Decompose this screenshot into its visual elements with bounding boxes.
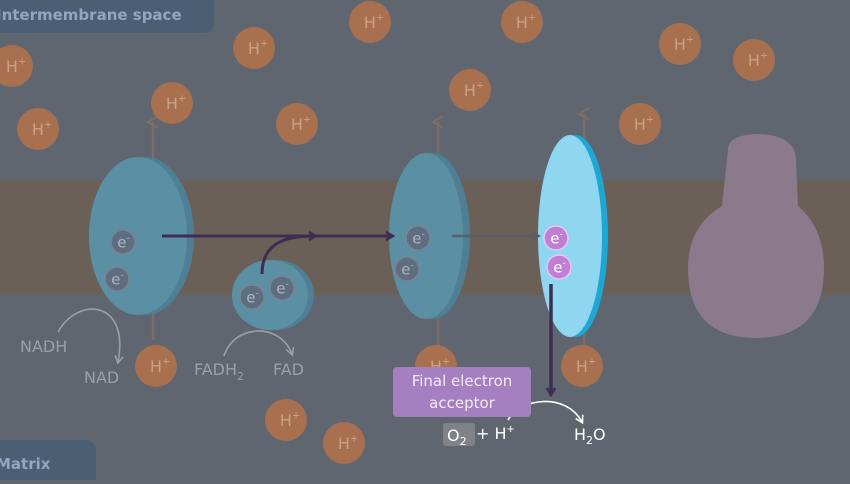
proton-ion: H+ [265, 399, 307, 441]
plus-h-label: + H+ [476, 424, 515, 443]
svg-text:H+: H+ [748, 51, 768, 70]
svg-text:e-: e- [111, 270, 123, 288]
svg-text:H+: H+ [32, 120, 52, 139]
nadh-label: NADH [20, 337, 67, 356]
svg-text:e-: e- [276, 279, 288, 297]
svg-text:e-: e- [246, 288, 258, 306]
electron: e- [546, 254, 572, 280]
svg-text:H+: H+ [364, 13, 384, 32]
svg-text:H+: H+ [291, 115, 311, 134]
electron-transport-chain-svg: H+H+H+H+H+H+H+H+H+H+H+H+H+H+H+H+ e-e-e-e… [0, 1, 850, 464]
electron: e- [543, 225, 569, 251]
svg-text:H+: H+ [248, 39, 268, 58]
proton-ion: H+ [276, 103, 318, 145]
proton-ion: H+ [233, 27, 275, 69]
proton-ion: H+ [659, 23, 701, 65]
svg-text:H+: H+ [150, 357, 170, 376]
svg-text:H+: H+ [634, 115, 654, 134]
proton-ion: H+ [0, 45, 33, 87]
electron: e- [269, 275, 295, 301]
svg-text:H+: H+ [674, 35, 694, 54]
svg-text:H+: H+ [338, 434, 358, 453]
nadh-arrow [57, 308, 124, 365]
nad-label: NAD [84, 368, 119, 387]
proton-ion: H+ [501, 1, 543, 43]
proton-ion: H+ [619, 103, 661, 145]
proton-ion: H+ [323, 422, 365, 464]
proton-ion: H+ [135, 345, 177, 387]
svg-text:e-: e- [117, 233, 129, 251]
svg-text:H+: H+ [576, 357, 596, 376]
electron: e- [394, 256, 420, 282]
proton-ion: H+ [733, 39, 775, 81]
svg-text:H+: H+ [280, 411, 300, 430]
svg-text:H+: H+ [516, 13, 536, 32]
svg-text:e-: e- [412, 229, 424, 247]
water-label: H2O [574, 425, 606, 447]
fadh2-arrow [223, 330, 295, 357]
proton-ion: H+ [151, 82, 193, 124]
svg-text:H+: H+ [464, 81, 484, 100]
electron: e- [110, 229, 136, 255]
svg-text:H+: H+ [6, 57, 26, 76]
svg-text:e-: e- [550, 229, 562, 247]
proton-ion: H+ [449, 69, 491, 111]
intermembrane-space-label: Intermembrane space [0, 0, 214, 33]
svg-text:e-: e- [401, 260, 413, 278]
svg-text:H+: H+ [166, 94, 186, 113]
final-electron-acceptor-callout: Final electron acceptor [393, 367, 531, 417]
atp-synthase [688, 134, 824, 338]
proton-ion: H+ [349, 1, 391, 43]
electrons-layer: e-e-e-e-e-e-e-e- [104, 225, 572, 310]
o2-label: O2 [447, 426, 467, 448]
electron: e- [239, 284, 265, 310]
o2-highlight [443, 423, 475, 446]
matrix-label: Matrix [0, 440, 96, 480]
complex-iv [538, 135, 608, 337]
electron: e- [405, 225, 431, 251]
fad-label: FAD [273, 360, 304, 379]
fadh2-label: FADH2 [194, 360, 244, 383]
svg-text:e-: e- [553, 258, 565, 276]
callout-line-1: Final electron [411, 372, 513, 390]
electron-path-2 [260, 236, 315, 275]
proton-ion: H+ [17, 108, 59, 150]
callout-line-2: acceptor [429, 394, 495, 412]
proton-ion: H+ [561, 345, 603, 387]
electron: e- [104, 266, 130, 292]
